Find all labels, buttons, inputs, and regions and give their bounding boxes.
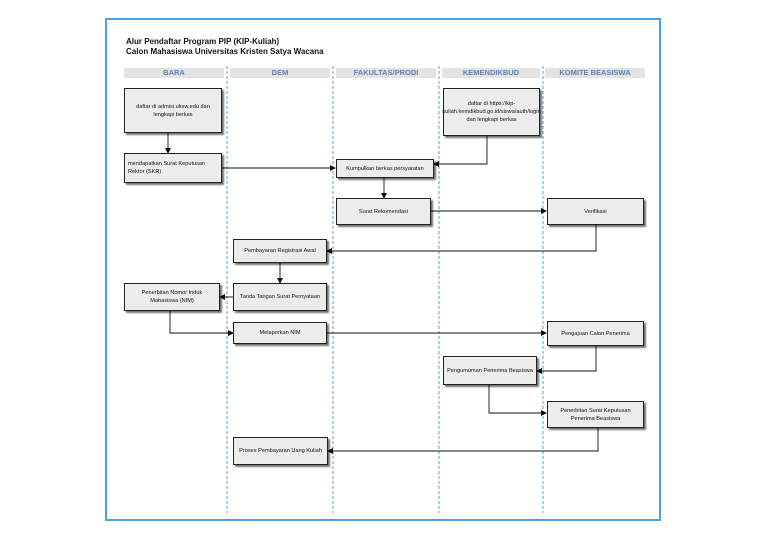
node-surat-rekomendasi: Surat Rekomendasi [336, 198, 431, 225]
node-skr: mendapatkan Surat Keputusan Rektor (SKR) [124, 153, 222, 183]
node-daftar-kemdikbud: daftar di https://kip-kuliah.kemdikbud.g… [442, 88, 541, 136]
diagram-subtitle: Calon Mahasiswa Universitas Kristen Saty… [126, 47, 324, 56]
node-daftar-admisi: daftar di admisi.uksw.edu dan lengkapi b… [124, 88, 222, 133]
node-penerbitan-nim: Penerbitan Nomor Induk Mahasiswa (NIM) [124, 283, 220, 311]
node-kumpulkan-berkas: Kumpulkan berkas persyaratan [336, 159, 434, 178]
lane-header-fakultas: FAKULTAS/PRODI [336, 68, 436, 78]
arrow-pengajuan-to-pengumuman [536, 346, 597, 374]
node-pengumuman: Pengumuman Penerima Beasiswa [443, 356, 537, 385]
arrow-nim-to-melaporkan [169, 311, 234, 336]
lane-header-kemendikbud: KEMENDIKBUD [442, 68, 540, 78]
arrow-pengumuman-to-sk [488, 385, 547, 416]
arrow-sk-to-pembayaran [327, 428, 599, 454]
node-melaporkan-nim: Melaporkan NIM [233, 322, 327, 344]
diagram-title: Alur Pendaftar Program PIP (KIP-Kuliah) [126, 37, 280, 46]
lane-header-dem: DEM [230, 68, 330, 78]
node-verifikasi: Verifikasi [547, 198, 644, 225]
lane-header-bara: BARA [124, 68, 224, 78]
node-pembayaran-uang-kuliah: Proses Pembayaran Uang Kuliah [233, 437, 328, 465]
arrow-kemdikbud-to-kumpulkan [433, 136, 488, 167]
arrow-verifikasi-to-registrasi [326, 225, 597, 254]
node-pembayaran-registrasi: Pembayaran Registrasi Awal [233, 239, 327, 263]
node-tanda-tangan: Tanda Tangan Surat Pernyataan [233, 283, 327, 311]
node-pengajuan-calon: Pengajuan Calon Penerima [547, 321, 644, 346]
lane-header-komite: KOMITE BEASISWA [545, 68, 645, 78]
node-penerbitan-sk: Penerbitan Surat Keputusan Penerima Beas… [547, 401, 644, 428]
